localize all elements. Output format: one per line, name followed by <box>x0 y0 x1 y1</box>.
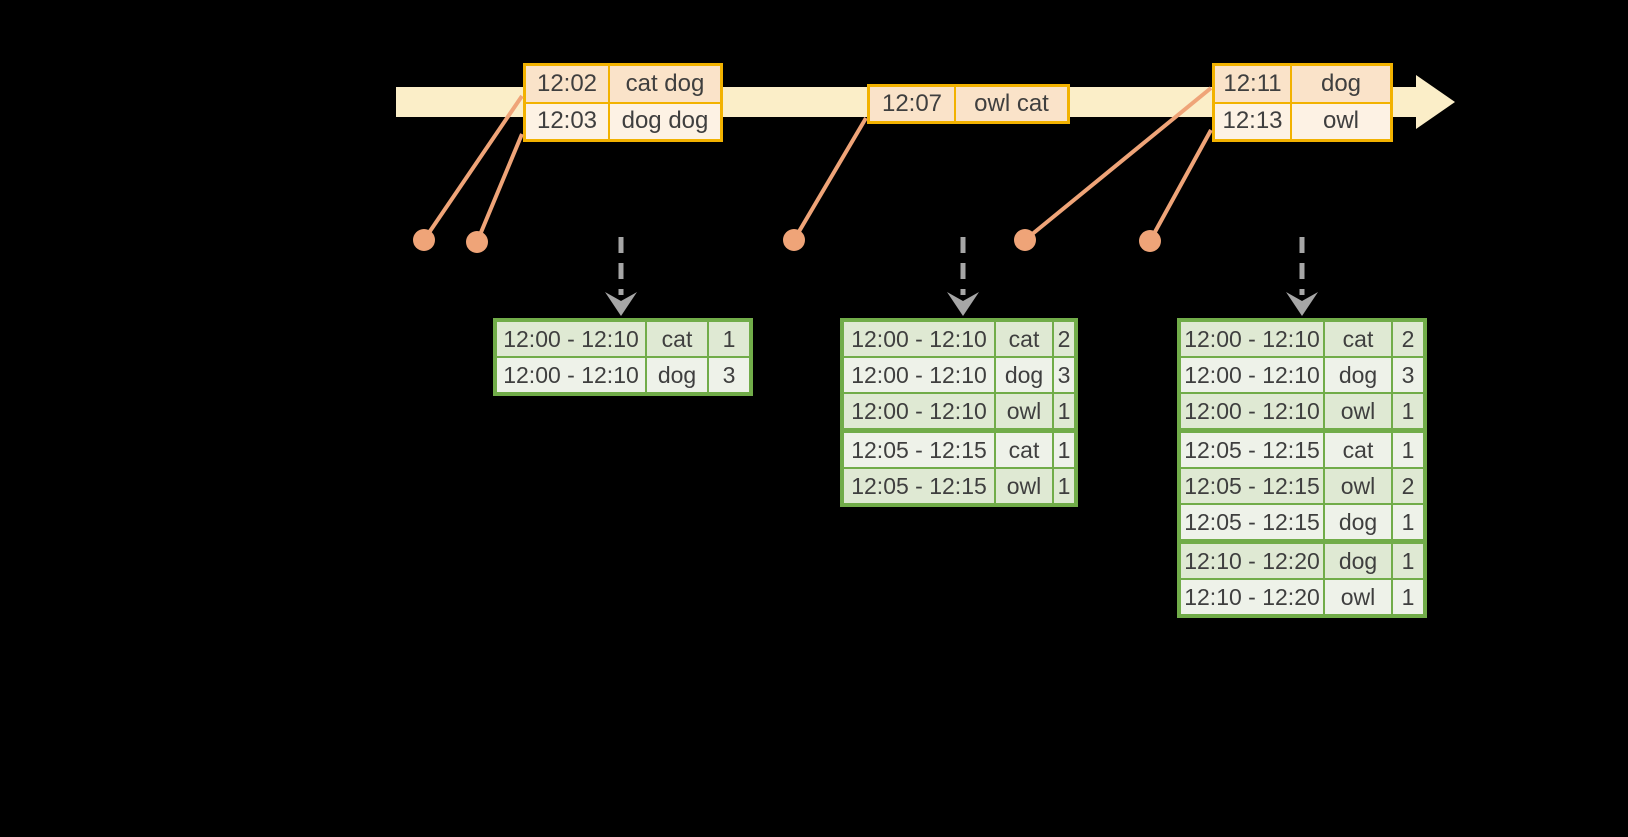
window-cell: 12:00 - 12:10 <box>844 322 994 356</box>
count-cell: 1 <box>1054 433 1074 467</box>
window-cell: 12:00 - 12:10 <box>1181 358 1323 392</box>
timeline-arrowhead-icon <box>1416 75 1455 129</box>
table-row: 12:00 - 12:10 owl 1 <box>1181 394 1423 428</box>
count-cell: 1 <box>1393 505 1423 539</box>
event-box-1: 12:02 cat dog 12:03 dog dog <box>523 63 723 142</box>
table-row: 12:00 - 12:10 dog 3 <box>1181 358 1423 392</box>
event-time-cell: 12:03 <box>526 103 608 139</box>
event-words-cell: owl cat <box>956 87 1067 121</box>
word-cell: owl <box>1325 394 1391 428</box>
event-time-cell: 12:13 <box>1215 103 1290 139</box>
count-cell: 1 <box>1054 469 1074 503</box>
window-cell: 12:10 - 12:20 <box>1181 544 1323 578</box>
event-dot-icon <box>1139 230 1161 252</box>
event-time-cell: 12:11 <box>1215 66 1290 102</box>
window-cell: 12:00 - 12:10 <box>497 358 645 392</box>
window-cell: 12:05 - 12:15 <box>1181 469 1323 503</box>
event-row: 12:07 owl cat <box>870 87 1067 121</box>
event-words-cell: dog <box>1292 66 1390 102</box>
trigger-arrowhead-icon <box>605 292 637 316</box>
word-cell: owl <box>996 469 1052 503</box>
window-cell: 12:00 - 12:10 <box>844 394 994 428</box>
word-cell: dog <box>1325 544 1391 578</box>
event-row: 12:03 dog dog <box>526 103 720 139</box>
table-row: 12:00 - 12:10 dog 3 <box>497 358 749 392</box>
table-row: 12:05 - 12:15 owl 1 <box>844 469 1074 503</box>
event-connector-line <box>475 133 524 243</box>
count-cell: 1 <box>1054 394 1074 428</box>
table-row: 12:05 - 12:15 dog 1 <box>1181 505 1423 539</box>
trigger-arrowhead-icon <box>1286 292 1318 316</box>
word-cell: owl <box>1325 469 1391 503</box>
event-dot-icon <box>1014 229 1036 251</box>
event-box-3: 12:11 dog 12:13 owl <box>1212 63 1393 142</box>
event-words-cell: cat dog <box>610 66 720 102</box>
event-words-cell: owl <box>1292 103 1390 139</box>
window-cell: 12:05 - 12:15 <box>844 433 994 467</box>
word-cell: dog <box>1325 358 1391 392</box>
count-cell: 2 <box>1393 469 1423 503</box>
table-row: 12:00 - 12:10 cat 2 <box>1181 322 1423 356</box>
event-dot-icon <box>466 231 488 253</box>
result-table-3: 12:00 - 12:10 cat 2 12:00 - 12:10 dog 3 … <box>1177 318 1427 618</box>
event-row: 12:02 cat dog <box>526 66 720 102</box>
window-cell: 12:05 - 12:15 <box>1181 505 1323 539</box>
table-row: 12:00 - 12:10 owl 1 <box>844 394 1074 428</box>
count-cell: 3 <box>1054 358 1074 392</box>
table-row: 12:10 - 12:20 owl 1 <box>1181 580 1423 614</box>
table-row: 12:05 - 12:15 cat 1 <box>844 433 1074 467</box>
count-cell: 3 <box>709 358 749 392</box>
event-dots <box>413 229 1161 253</box>
window-cell: 12:10 - 12:20 <box>1181 580 1323 614</box>
word-cell: owl <box>1325 580 1391 614</box>
window-cell: 12:00 - 12:10 <box>497 322 645 356</box>
count-cell: 1 <box>1393 544 1423 578</box>
table-row: 12:10 - 12:20 dog 1 <box>1181 544 1423 578</box>
table-row: 12:05 - 12:15 cat 1 <box>1181 433 1423 467</box>
window-cell: 12:00 - 12:10 <box>1181 394 1323 428</box>
count-cell: 1 <box>1393 433 1423 467</box>
event-box-2: 12:07 owl cat <box>867 84 1070 124</box>
event-connector-line <box>1148 129 1213 242</box>
word-cell: cat <box>996 433 1052 467</box>
word-cell: cat <box>1325 322 1391 356</box>
count-cell: 1 <box>1393 394 1423 428</box>
trigger-arrows <box>605 237 1318 316</box>
event-row: 12:13 owl <box>1215 103 1390 139</box>
word-cell: cat <box>996 322 1052 356</box>
event-words-cell: dog dog <box>610 103 720 139</box>
window-cell: 12:05 - 12:15 <box>1181 433 1323 467</box>
window-cell: 12:00 - 12:10 <box>844 358 994 392</box>
window-cell: 12:05 - 12:15 <box>844 469 994 503</box>
word-cell: cat <box>647 322 707 356</box>
word-cell: owl <box>996 394 1052 428</box>
trigger-arrowhead-icon <box>947 292 979 316</box>
table-row: 12:00 - 12:10 cat 1 <box>497 322 749 356</box>
window-cell: 12:00 - 12:10 <box>1181 322 1323 356</box>
word-cell: dog <box>1325 505 1391 539</box>
count-cell: 1 <box>709 322 749 356</box>
table-row: 12:00 - 12:10 dog 3 <box>844 358 1074 392</box>
event-dot-icon <box>783 229 805 251</box>
event-connector-line <box>422 94 524 242</box>
event-row: 12:11 dog <box>1215 66 1390 102</box>
word-cell: dog <box>996 358 1052 392</box>
word-cell: cat <box>1325 433 1391 467</box>
event-dot-icon <box>413 229 435 251</box>
count-cell: 1 <box>1393 580 1423 614</box>
count-cell: 2 <box>1054 322 1074 356</box>
result-table-2: 12:00 - 12:10 cat 2 12:00 - 12:10 dog 3 … <box>840 318 1078 507</box>
event-time-cell: 12:07 <box>870 87 954 121</box>
word-cell: dog <box>647 358 707 392</box>
table-row: 12:00 - 12:10 cat 2 <box>844 322 1074 356</box>
event-connector-line <box>792 116 868 242</box>
event-time-cell: 12:02 <box>526 66 608 102</box>
count-cell: 3 <box>1393 358 1423 392</box>
result-table-1: 12:00 - 12:10 cat 1 12:00 - 12:10 dog 3 <box>493 318 753 396</box>
table-row: 12:05 - 12:15 owl 2 <box>1181 469 1423 503</box>
count-cell: 2 <box>1393 322 1423 356</box>
